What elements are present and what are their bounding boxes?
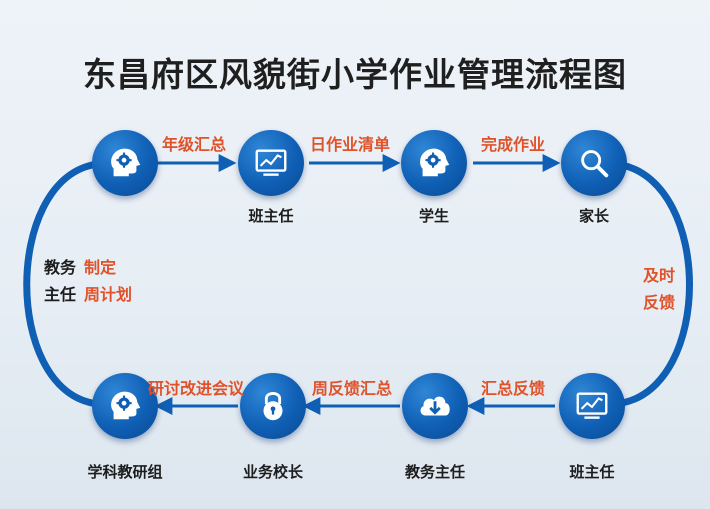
edge-label-2: 日作业清单 bbox=[309, 135, 390, 154]
head-gear-icon bbox=[420, 148, 450, 177]
right-side-label: 及时 反馈 bbox=[643, 262, 675, 316]
node-top-3[interactable] bbox=[401, 130, 467, 196]
node-label-top-3: 学生 bbox=[418, 207, 449, 225]
head-gear-icon bbox=[111, 148, 141, 177]
node-bottom-3[interactable] bbox=[402, 373, 468, 439]
left-role-line-1: 教务 bbox=[44, 258, 77, 277]
node-top-4[interactable] bbox=[561, 130, 627, 196]
node-label-top-4: 家长 bbox=[578, 207, 609, 225]
loop-right bbox=[618, 161, 693, 407]
left-action-line-1: 制定 bbox=[84, 258, 117, 277]
cloud-download-icon bbox=[420, 396, 450, 416]
right-side-line-2: 反馈 bbox=[643, 293, 676, 312]
right-side-line-1: 及时 bbox=[643, 266, 676, 285]
node-label-top-2: 班主任 bbox=[248, 207, 294, 225]
search-icon bbox=[581, 150, 609, 178]
node-bottom-4[interactable] bbox=[559, 373, 625, 439]
node-bottom-1[interactable] bbox=[92, 373, 158, 439]
edge-label-4: 汇总反馈 bbox=[480, 379, 545, 398]
left-side-role: 教务 主任 bbox=[44, 254, 76, 308]
chart-monitor-icon bbox=[576, 392, 608, 419]
edge-label-5: 周反馈汇总 bbox=[311, 379, 392, 398]
head-gear-icon bbox=[111, 391, 141, 420]
edge-label-1: 年级汇总 bbox=[161, 135, 226, 154]
node-top-1[interactable] bbox=[92, 130, 158, 196]
node-top-2[interactable] bbox=[238, 130, 304, 196]
edge-label-6: 研讨改进会议 bbox=[148, 379, 245, 398]
left-side-action: 制定 周计划 bbox=[84, 254, 132, 308]
lock-icon bbox=[263, 391, 283, 421]
node-label-bottom-4: 班主任 bbox=[569, 463, 615, 481]
left-action-line-2: 周计划 bbox=[84, 285, 133, 304]
node-label-bottom-3: 教务主任 bbox=[404, 463, 465, 481]
node-label-bottom-1: 学科教研组 bbox=[87, 463, 163, 481]
loop-left bbox=[23, 161, 96, 407]
edge-label-3: 完成作业 bbox=[480, 135, 545, 154]
chart-monitor-icon bbox=[255, 149, 287, 176]
node-label-bottom-2: 业务校长 bbox=[242, 463, 303, 481]
left-role-line-2: 主任 bbox=[44, 285, 77, 304]
page-title: 东昌府区风貌街小学作业管理流程图 bbox=[83, 55, 627, 94]
node-bottom-2[interactable] bbox=[240, 373, 306, 439]
